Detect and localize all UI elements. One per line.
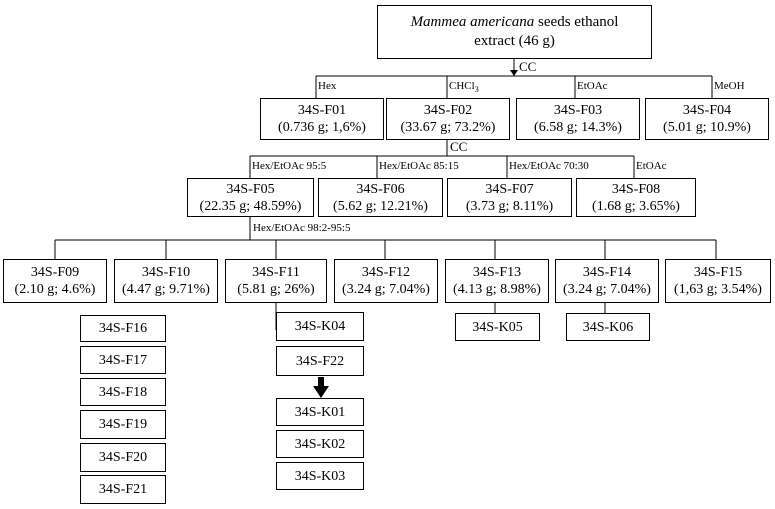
compound-box-k06: 34S-K06 <box>566 313 650 341</box>
solvent-meoh: MeOH <box>714 80 745 92</box>
fraction-detail: (1,63 g; 3.54%) <box>674 282 762 297</box>
fraction-id: 34S-F05 <box>226 181 275 197</box>
fraction-detail: (3.24 g; 7.04%) <box>342 282 430 297</box>
solvent-chcl3: CHCl3 <box>449 80 479 97</box>
fraction-id: 34S-F09 <box>30 265 80 280</box>
fraction-detail: (4.13 g; 8.98%) <box>453 282 541 297</box>
fraction-detail: (4.47 g; 9.71%) <box>122 282 210 297</box>
fraction-detail: (3.24 g; 7.04%) <box>563 282 651 297</box>
subfraction-box-f18: 34S-F18 <box>80 378 166 406</box>
fraction-box-f11: 34S-F11 (5.81 g; 26%) <box>225 259 327 303</box>
root-line2: extract (46 g) <box>474 33 555 49</box>
fraction-id: 34S-F11 <box>252 265 300 280</box>
root-species: Mammea americana <box>410 14 535 30</box>
cc-label-1: CC <box>519 59 537 74</box>
fraction-detail: (22.35 g; 48.59%) <box>199 198 302 214</box>
arrow-shaft <box>318 377 324 387</box>
fraction-detail: (3.73 g; 8.11%) <box>465 198 554 214</box>
solvent-hex-etoac-95-5: Hex/EtOAc 95:5 <box>252 160 327 172</box>
fraction-id: 34S-F01 <box>297 103 347 118</box>
fraction-detail: (2.10 g; 4.6%) <box>14 282 96 297</box>
fraction-box-f10: 34S-F10 (4.47 g; 9.71%) <box>114 259 218 303</box>
fraction-id: 34S-F10 <box>141 265 191 280</box>
subfraction-box-f16: 34S-F16 <box>80 315 166 342</box>
solvent-hex-etoac-85-15: Hex/EtOAc 85:15 <box>379 160 459 172</box>
compound-box-k04: 34S-K04 <box>276 312 364 341</box>
subfraction-box-f22: 34S-F22 <box>276 346 364 376</box>
subfraction-box-f21: 34S-F21 <box>80 475 166 504</box>
fraction-box-f02: 34S-F02 (33.67 g; 73.2%) <box>386 98 510 140</box>
subfraction-box-f20: 34S-F20 <box>80 443 166 472</box>
fraction-id: 34S-F15 <box>693 265 743 280</box>
subfraction-box-f17: 34S-F17 <box>80 346 166 374</box>
fraction-id: 34S-F12 <box>361 265 411 280</box>
solvent-chcl3-base: CHCl <box>449 80 475 92</box>
subfraction-box-f19: 34S-F19 <box>80 410 166 439</box>
fraction-box-f03: 34S-F03 (6.58 g; 14.3%) <box>516 98 640 140</box>
compound-box-k05: 34S-K05 <box>455 313 540 341</box>
fraction-id: 34S-F07 <box>485 181 534 197</box>
fraction-box-f08: 34S-F08 (1.68 g; 3.65%) <box>576 178 696 217</box>
cc-label-2: CC <box>450 139 468 154</box>
solvent-etoac: EtOAc <box>577 80 608 92</box>
solvent-hex-etoac-98-2-95-5: Hex/EtOAc 98:2-95:5 <box>253 222 351 234</box>
compound-box-k02: 34S-K02 <box>276 430 364 458</box>
fraction-box-f07: 34S-F07 (3.73 g; 8.11%) <box>447 178 572 217</box>
fraction-id: 34S-F08 <box>611 181 661 197</box>
fraction-id: 34S-F04 <box>682 103 732 118</box>
fraction-detail: (5.01 g; 10.9%) <box>663 120 751 135</box>
solvent-etoac-2: EtOAc <box>636 160 667 172</box>
fraction-detail: (1.68 g; 3.65%) <box>592 198 680 214</box>
compound-box-k03: 34S-K03 <box>276 462 364 490</box>
fraction-box-f15: 34S-F15 (1,63 g; 3.54%) <box>665 259 771 303</box>
fraction-detail: (5.81 g; 26%) <box>237 282 315 297</box>
fraction-box-f05: 34S-F05 (22.35 g; 48.59%) <box>187 178 314 217</box>
arrow-head <box>313 386 329 398</box>
fraction-id: 34S-F06 <box>356 181 405 197</box>
fraction-id: 34S-F14 <box>582 265 632 280</box>
fraction-id: 34S-F03 <box>553 103 603 118</box>
fraction-box-f04: 34S-F04 (5.01 g; 10.9%) <box>645 98 769 140</box>
fraction-box-f01: 34S-F01 (0.736 g; 1,6%) <box>260 98 384 140</box>
root-line1-rest: seeds ethanol <box>534 14 619 30</box>
fraction-detail: (33.67 g; 73.2%) <box>400 120 496 135</box>
fraction-box-f12: 34S-F12 (3.24 g; 7.04%) <box>334 259 438 303</box>
fraction-detail: (6.58 g; 14.3%) <box>534 120 622 135</box>
compound-box-k01: 34S-K01 <box>276 398 364 426</box>
fraction-box-f13: 34S-F13 (4.13 g; 8.98%) <box>445 259 549 303</box>
fraction-detail: (0.736 g; 1,6%) <box>278 120 366 135</box>
fraction-box-f14: 34S-F14 (3.24 g; 7.04%) <box>555 259 659 303</box>
solvent-hex-etoac-70-30: Hex/EtOAc 70:30 <box>509 160 589 172</box>
solvent-chcl3-sub: 3 <box>474 85 479 95</box>
fraction-detail: (5.62 g; 12.21%) <box>333 198 428 214</box>
fraction-box-f09: 34S-F09 (2.10 g; 4.6%) <box>3 259 107 303</box>
solvent-hex: Hex <box>318 80 337 92</box>
fraction-id: 34S-F13 <box>472 265 522 280</box>
root-extract-box: Mammea americana seeds ethanol extract (… <box>377 5 652 59</box>
root-line1: Mammea americana seeds ethanol <box>411 13 619 32</box>
fraction-id: 34S-F02 <box>423 103 473 118</box>
fraction-box-f06: 34S-F06 (5.62 g; 12.21%) <box>318 178 443 217</box>
